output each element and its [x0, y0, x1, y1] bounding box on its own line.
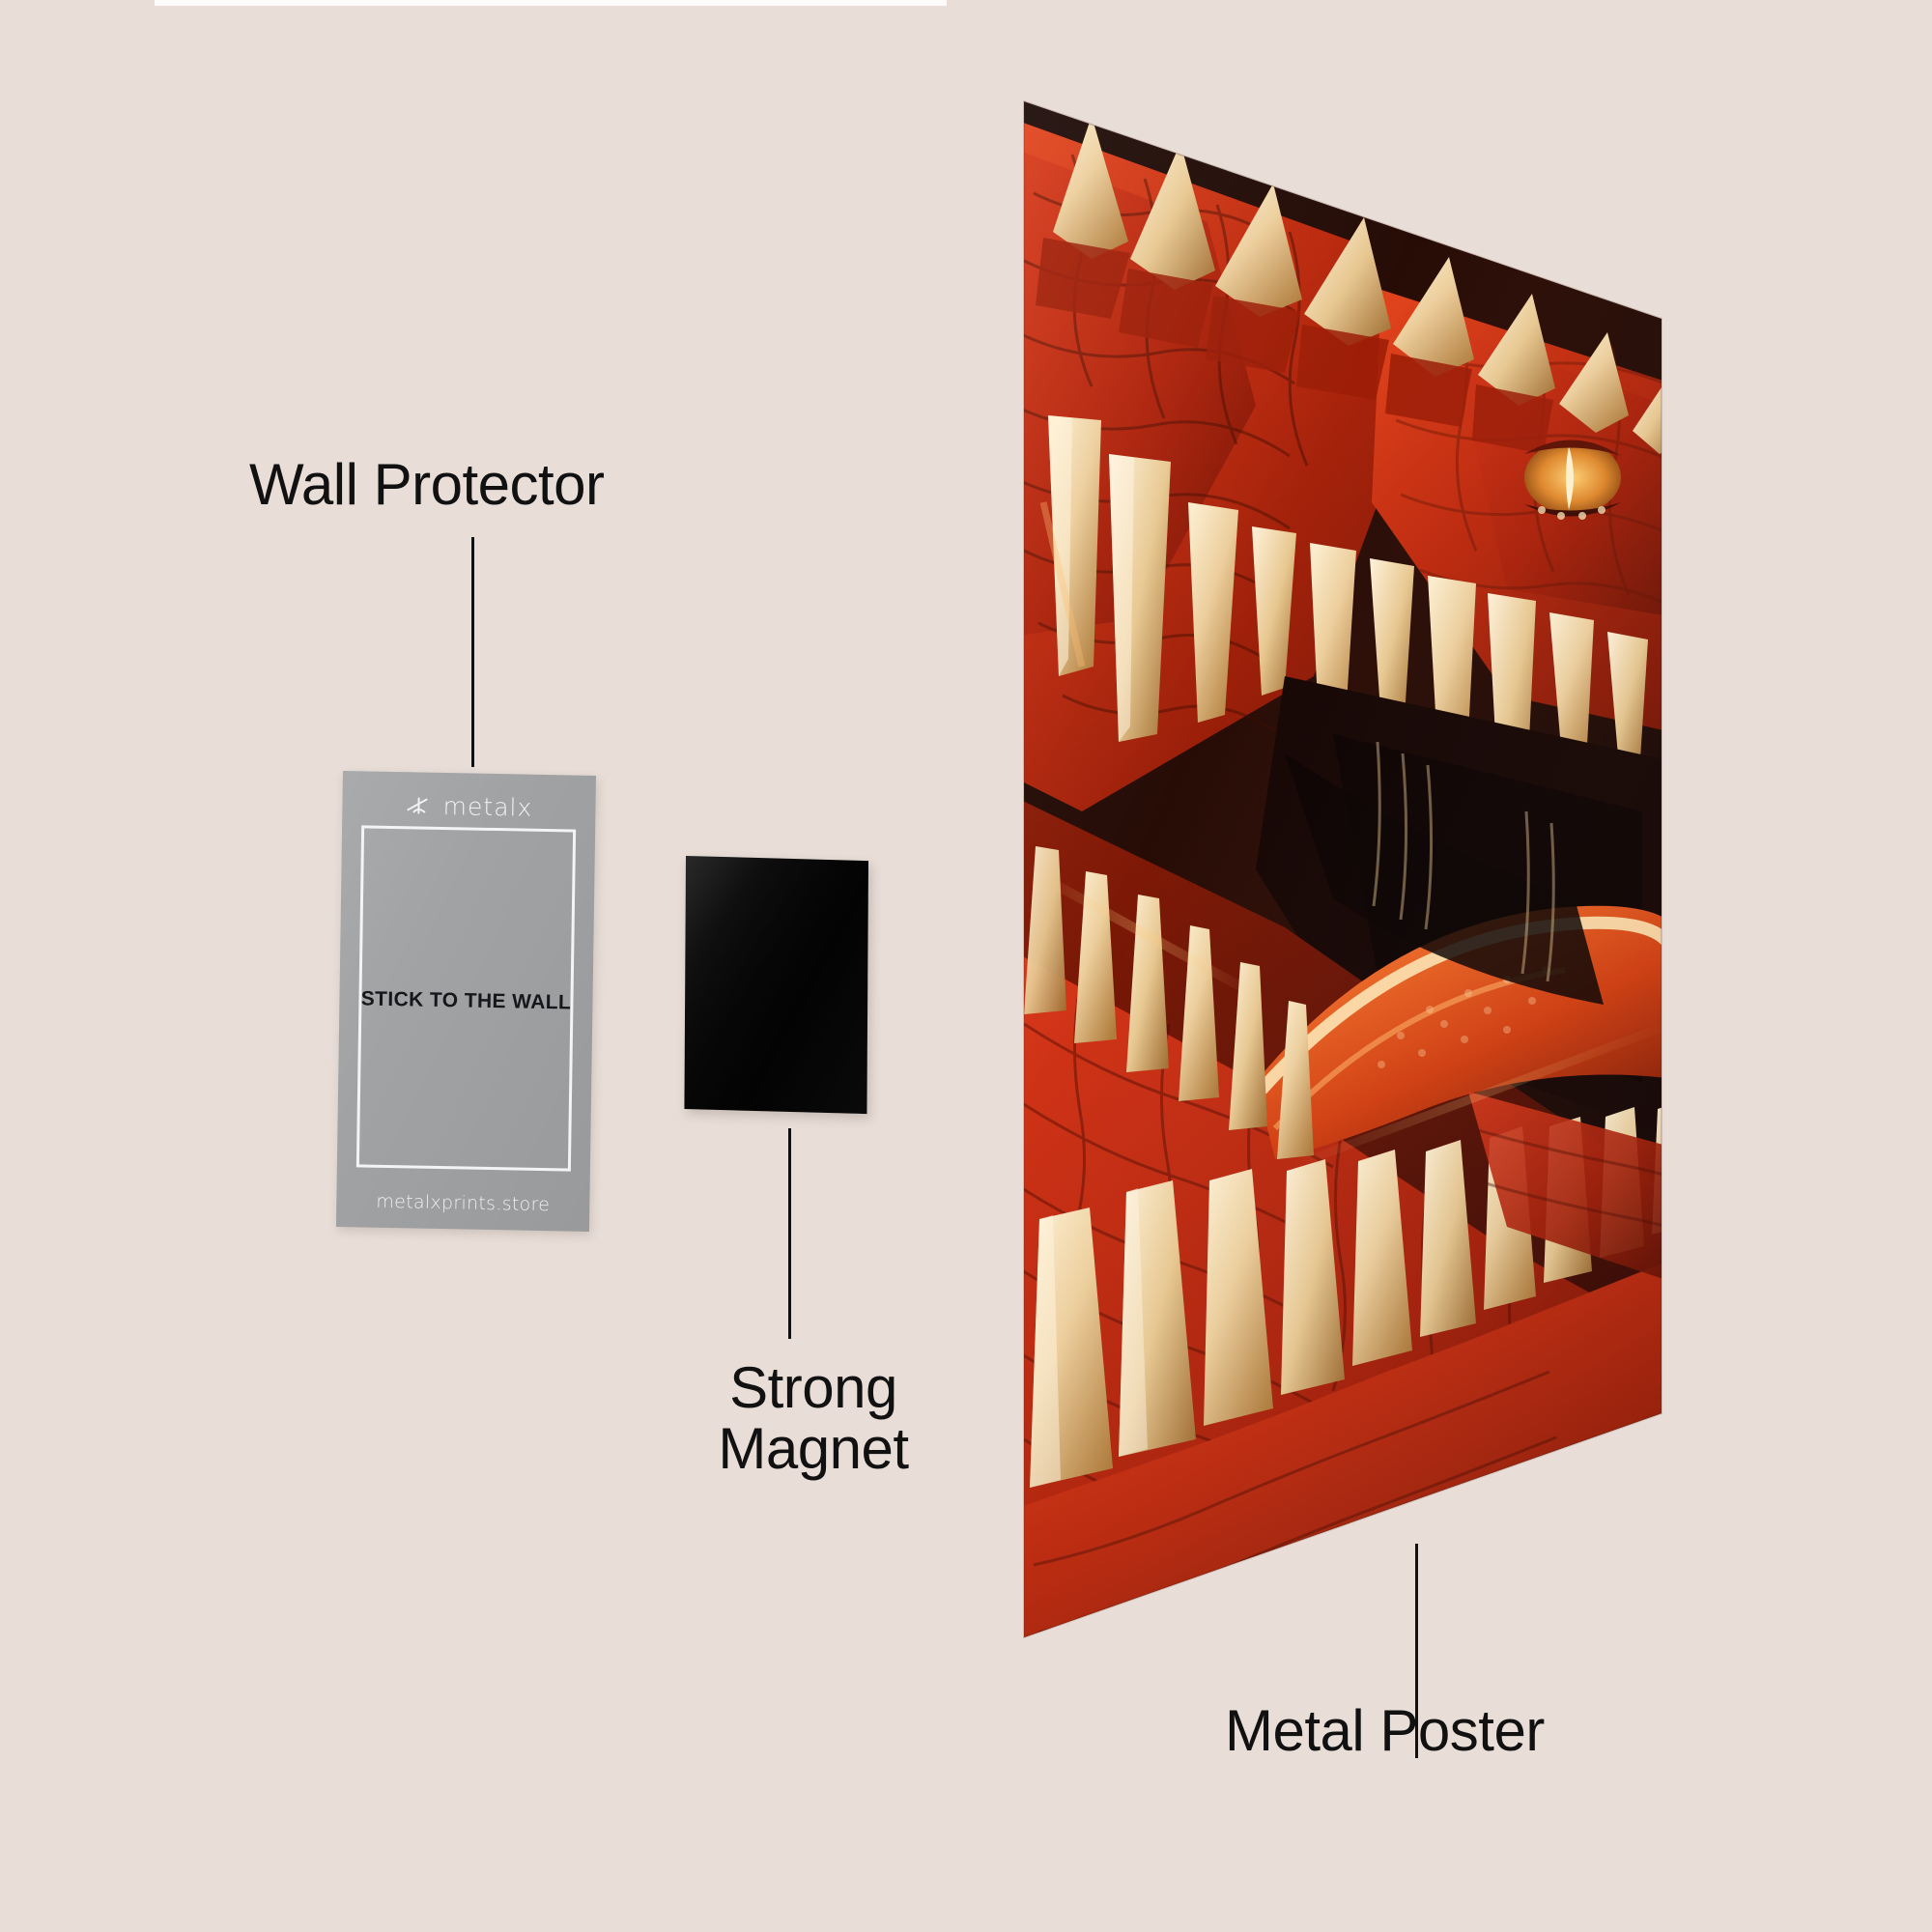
stick-to-the-wall-text: STICK TO THE WALL	[360, 987, 572, 1014]
metalx-logo-icon	[407, 797, 428, 814]
leader-line-metal-poster	[1415, 1544, 1418, 1758]
leader-line-strong-magnet	[788, 1128, 791, 1339]
metalx-logo: metalx	[342, 790, 595, 823]
strong-magnet-square[interactable]	[684, 856, 868, 1115]
store-url-text: metalxprints.store	[376, 1190, 551, 1216]
leader-line-wall-protector	[471, 537, 474, 767]
callout-label-strong-magnet: Strong Magnet	[718, 1355, 909, 1481]
top-white-strip	[155, 0, 947, 6]
callout-label-wall-protector: Wall Protector	[249, 452, 605, 517]
callout-label-metal-poster: Metal Poster	[1225, 1698, 1545, 1763]
wall-protector-card[interactable]: metalx STICK TO THE WALL metalxprints.st…	[335, 771, 596, 1232]
brand-name: metalx	[442, 791, 533, 822]
magnet-gloss	[684, 856, 868, 1115]
